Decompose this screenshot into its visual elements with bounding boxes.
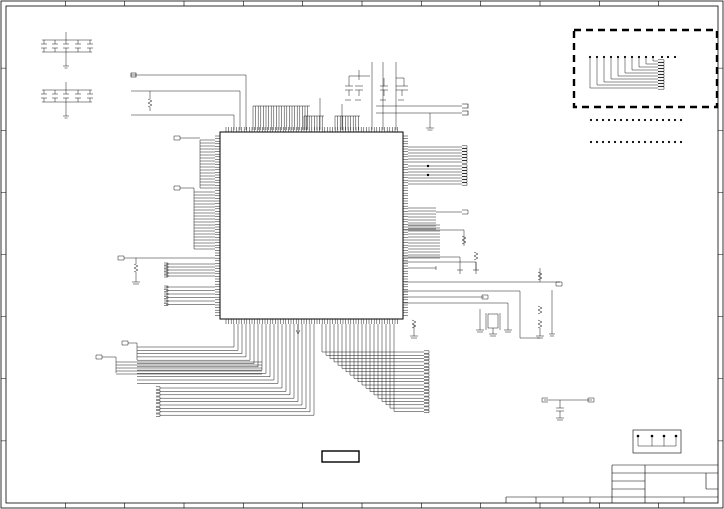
test-point-dot <box>625 118 629 122</box>
module-connector-wiring <box>588 55 677 90</box>
test-point-dot <box>631 118 635 122</box>
top-signal-bus <box>252 105 360 130</box>
test-point-rows <box>589 118 683 144</box>
test-point-dot <box>679 118 683 122</box>
test-point-dot <box>673 118 677 122</box>
test-point-dot <box>637 118 641 122</box>
top-left-ports <box>130 72 247 130</box>
test-point-dot <box>655 140 659 144</box>
connector-pin-dot <box>660 55 664 59</box>
decoupling-cap-bank-2 <box>41 82 93 119</box>
test-point-dot <box>649 118 653 122</box>
dashed-module-outline <box>572 28 719 109</box>
test-point-dot <box>679 140 683 144</box>
test-point-dot <box>613 140 617 144</box>
crystal-icon <box>487 313 499 329</box>
junction-dot <box>426 164 430 168</box>
header-connector-body <box>632 429 682 454</box>
right-bus-group <box>408 207 436 230</box>
test-point-dot <box>649 140 653 144</box>
bottom-bus-lines <box>95 319 430 417</box>
test-point-dot <box>601 140 605 144</box>
main-ic-body <box>219 131 404 320</box>
test-point-dot <box>607 140 611 144</box>
test-point-dot <box>625 140 629 144</box>
test-point-dot <box>619 118 623 122</box>
right-bus-stub <box>408 266 437 270</box>
right-top-signals <box>376 103 469 131</box>
test-point-dot <box>667 140 671 144</box>
test-point-dot <box>607 118 611 122</box>
oscillator-and-pullups <box>404 229 563 339</box>
bottom-signal-bus <box>95 319 430 417</box>
test-point-dot <box>613 118 617 122</box>
test-point-dot <box>673 140 677 144</box>
test-point-dot <box>589 118 593 122</box>
junction-dot <box>426 173 430 177</box>
title-block <box>505 464 718 503</box>
module-staircase-wires <box>589 57 665 90</box>
test-point-dot <box>631 140 635 144</box>
right-signal-bus <box>408 145 469 270</box>
net-label-box <box>321 450 360 463</box>
rc-filter <box>541 397 595 421</box>
test-point-dot <box>661 140 665 144</box>
test-point-dot <box>661 118 665 122</box>
header-connector-pins <box>636 434 678 447</box>
left-signal-bus <box>117 135 215 306</box>
top-bus-lines <box>252 106 308 130</box>
decoupling-cap-bank-1 <box>41 32 93 69</box>
top-capacitors <box>319 62 408 130</box>
test-point-dot <box>643 118 647 122</box>
test-point-dot <box>589 140 593 144</box>
right-bus-group <box>408 164 468 186</box>
test-point-dot <box>595 140 599 144</box>
test-point-dot <box>637 140 641 144</box>
right-bus-port <box>436 209 469 215</box>
top-bus-secondary <box>253 105 360 130</box>
right-bus-group <box>408 145 468 164</box>
connector-pin-dot <box>673 55 677 59</box>
connector-pin-dot <box>666 55 670 59</box>
test-point-dot <box>601 118 605 122</box>
test-point-dot <box>619 140 623 144</box>
test-point-dot <box>655 118 659 122</box>
left-bus-lines <box>117 135 215 306</box>
test-point-dot <box>595 118 599 122</box>
test-point-dot <box>667 118 671 122</box>
test-point-dot <box>643 140 647 144</box>
right-bus-group <box>408 224 440 259</box>
